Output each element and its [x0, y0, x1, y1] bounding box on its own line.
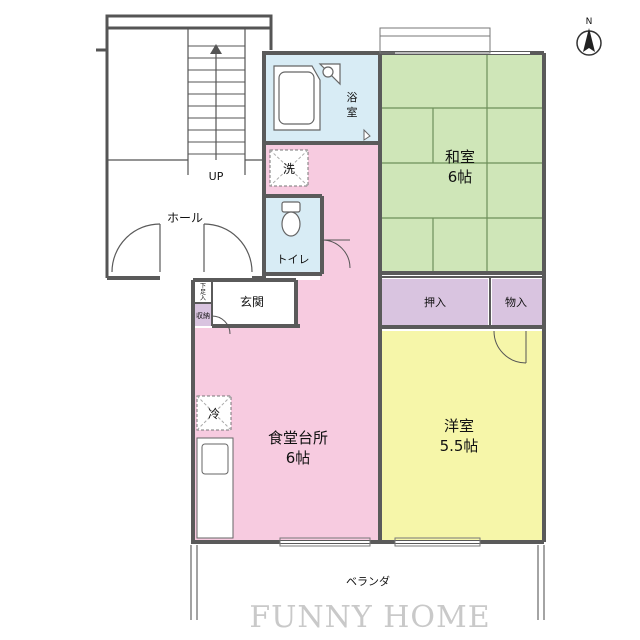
hall-walls [107, 223, 266, 280]
bathroom-label-1: 浴 [347, 91, 358, 104]
stairs-up-label: UP [209, 170, 224, 183]
monoire-label: 物入 [505, 295, 527, 309]
sink-icon [318, 63, 341, 86]
door-mark [363, 128, 371, 141]
door-swings [211, 239, 527, 364]
stairwell [96, 14, 273, 278]
toilet-icon [281, 201, 301, 237]
yoshitsu-area [380, 331, 542, 540]
dining-kitchen-name: 食堂台所 [268, 429, 328, 447]
shuno-label: 収納 [196, 311, 210, 320]
getabako-label-3: 入 [200, 295, 206, 302]
compass-label: N [586, 17, 593, 27]
getabako-label-2: 足 [200, 289, 206, 296]
shuno-area [193, 303, 212, 326]
washer-label: 洗 [283, 162, 295, 176]
genkan-label: 玄関 [240, 294, 264, 309]
watermark: FUNNY HOME [249, 600, 490, 635]
thin-walls [193, 276, 544, 327]
stair-arrow-icon [210, 44, 222, 54]
getabako-label-1: 下 [200, 283, 206, 290]
oshiire-label: 押入 [424, 295, 446, 309]
monoire-area [492, 279, 542, 325]
toilet-label: トイレ [277, 253, 310, 266]
yoshitsu-name: 洋室 [444, 417, 474, 435]
kitchen-counter [196, 437, 234, 539]
tatami-grid [380, 55, 542, 271]
dining-kitchen-size: 6帖 [286, 449, 311, 467]
hall-label: ホール [167, 211, 203, 225]
dining-kitchen-area [193, 195, 380, 540]
fridge-label: 冷 [208, 407, 220, 421]
washitsu-name: 和室 [445, 148, 475, 166]
window-frames [279, 27, 491, 547]
bathtub-icon [273, 65, 321, 131]
oshiire-area [380, 279, 488, 325]
bathroom-label-2: 室 [347, 105, 358, 119]
washitsu-size: 6帖 [448, 168, 473, 186]
yoshitsu-size: 5.5帖 [440, 437, 479, 455]
north-arrow-icon [576, 28, 602, 56]
veranda [190, 545, 545, 620]
veranda-label: ベランダ [346, 574, 390, 588]
